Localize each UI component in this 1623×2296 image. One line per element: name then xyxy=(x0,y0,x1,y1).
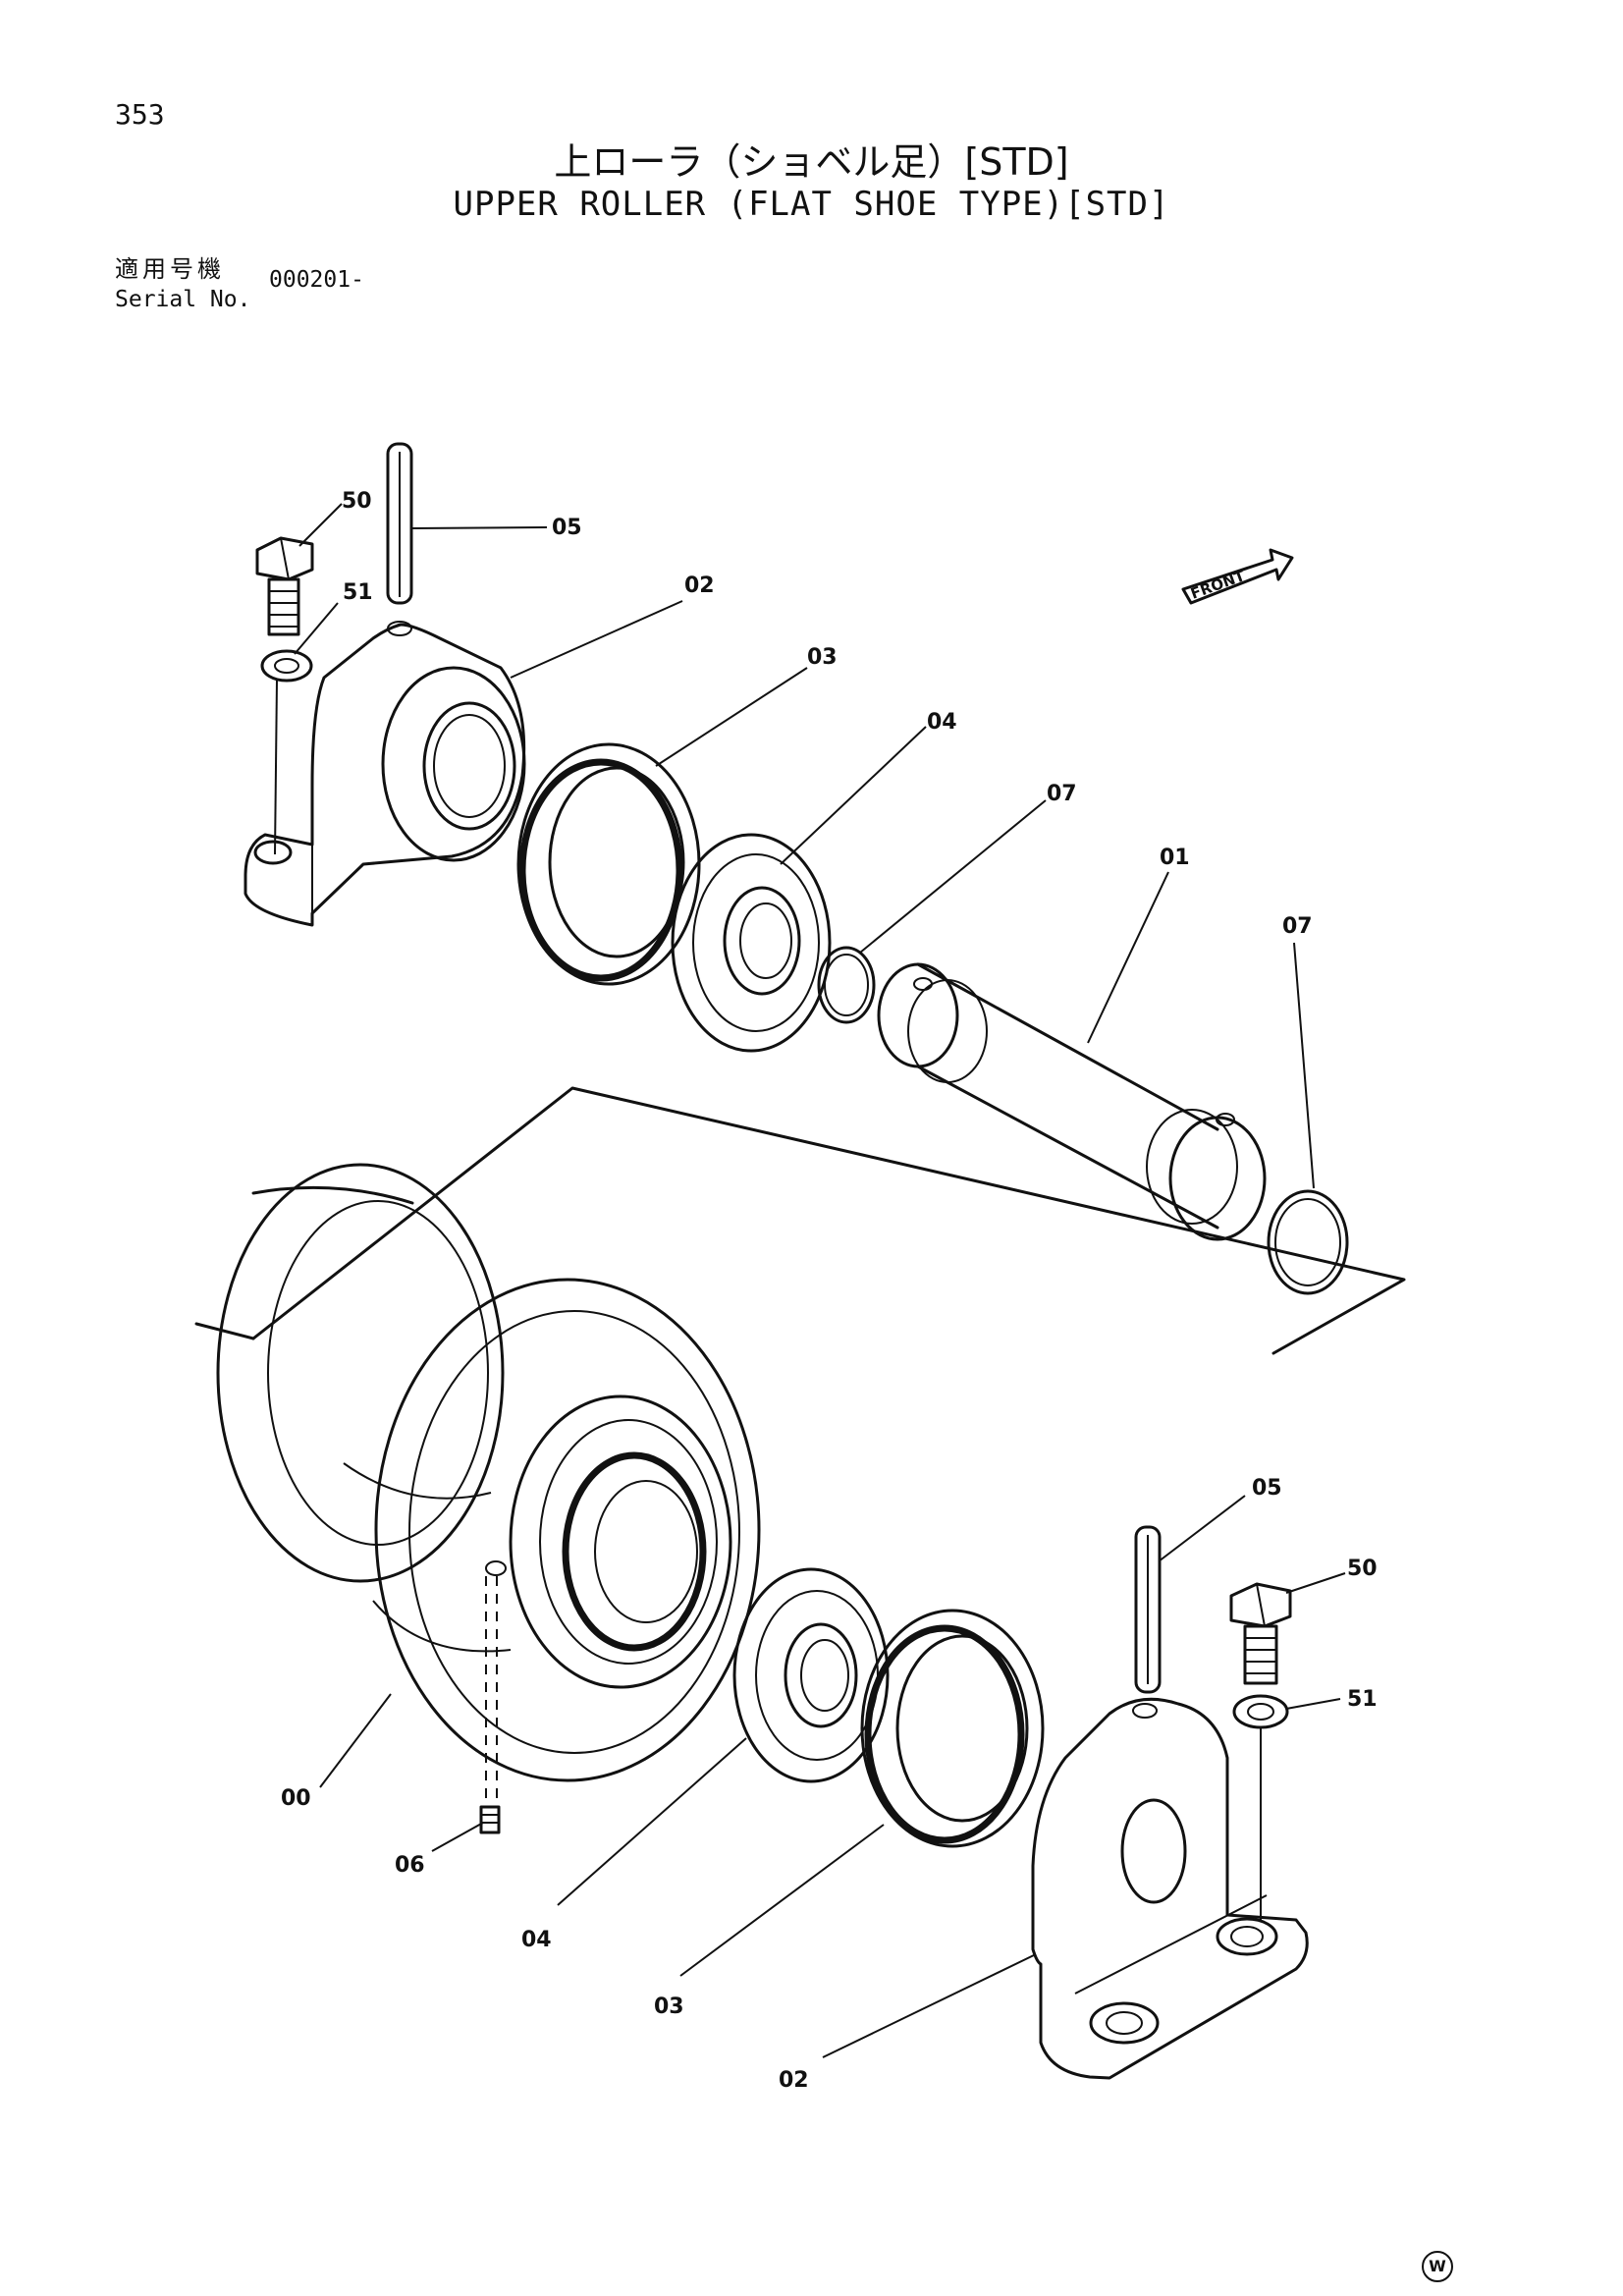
callout-01: 01 xyxy=(1160,846,1190,870)
watermark-logo: W xyxy=(1422,2251,1453,2282)
callout-07-top: 07 xyxy=(1047,782,1077,806)
callout-02-bottom: 02 xyxy=(779,2068,809,2093)
part-04-bearing-bottom xyxy=(557,1567,890,1906)
part-02-housing-bottom xyxy=(822,1697,1309,2080)
callout-03-top: 03 xyxy=(807,645,838,670)
part-50-bolt-bottom xyxy=(1229,1572,1346,1685)
front-label: FRONT xyxy=(1188,567,1248,603)
part-05-pin-bottom xyxy=(1134,1495,1246,1694)
callout-50-top: 50 xyxy=(342,489,372,514)
callout-05-top: 05 xyxy=(552,516,582,540)
assembly-outline xyxy=(251,1086,1406,1355)
page-title-japanese: 上ローラ（ショベル足）[STD] xyxy=(554,140,1069,184)
callout-04-top: 04 xyxy=(927,710,957,735)
serial-label-english: Serial No. xyxy=(115,287,251,312)
callout-07-right: 07 xyxy=(1282,914,1313,939)
page-title-english: UPPER ROLLER (FLAT SHOE TYPE)[STD] xyxy=(453,185,1170,224)
page-number: 353 xyxy=(115,98,165,131)
callout-50-bottom: 50 xyxy=(1347,1557,1378,1581)
front-direction-arrow: FRONT xyxy=(1181,548,1294,605)
serial-number-value: 000201- xyxy=(269,267,364,293)
callout-51-top: 51 xyxy=(343,580,373,605)
callout-06: 06 xyxy=(395,1853,425,1878)
serial-label-japanese: 適用号機 xyxy=(115,255,225,283)
part-03-seal-top xyxy=(516,667,808,986)
part-00-roller xyxy=(216,1163,761,1788)
part-07-oring-right xyxy=(1267,942,1349,1295)
part-06-plug xyxy=(431,1560,507,1852)
part-03-seal-bottom xyxy=(679,1609,1045,1977)
callout-00: 00 xyxy=(281,1786,311,1811)
part-04-bearing-top xyxy=(671,726,927,1053)
callout-03-bottom: 03 xyxy=(654,1995,684,2019)
part-50-bolt-top xyxy=(255,503,343,636)
part-05-pin-top xyxy=(386,442,548,605)
part-51-washer-top xyxy=(260,602,339,855)
assembly-outline-left xyxy=(194,1322,255,1340)
callout-02-top: 02 xyxy=(684,574,715,598)
callout-51-bottom: 51 xyxy=(1347,1687,1378,1712)
part-07-oring-top xyxy=(817,799,1047,1024)
part-51-washer-bottom xyxy=(1232,1694,1341,1920)
callout-04-bottom: 04 xyxy=(521,1928,552,1952)
part-01-shaft xyxy=(877,871,1267,1241)
part-02-housing-top xyxy=(243,600,683,927)
callout-05-bottom: 05 xyxy=(1252,1476,1282,1501)
